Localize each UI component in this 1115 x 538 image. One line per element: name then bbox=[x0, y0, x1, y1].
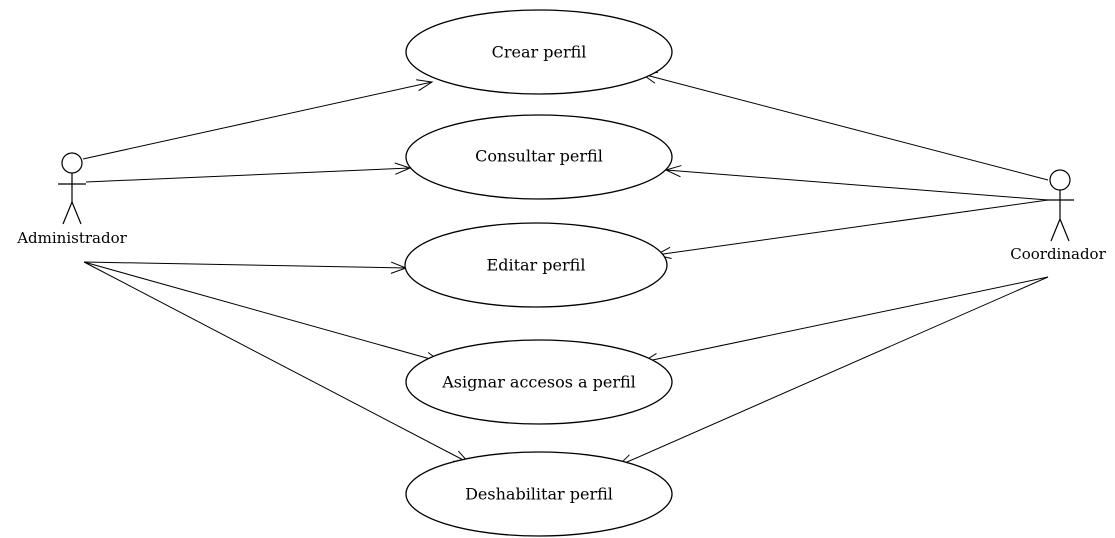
association-coord-crear bbox=[640, 71, 1049, 181]
association-line bbox=[665, 169, 1049, 201]
association-line bbox=[641, 73, 1049, 181]
association-line bbox=[83, 261, 407, 269]
use-case-crear-perfil[interactable]: Crear perfil bbox=[405, 9, 673, 95]
actor-right-leg bbox=[71, 201, 82, 225]
use-case-consultar-perfil[interactable]: Consultar perfil bbox=[405, 114, 673, 200]
association-line bbox=[83, 261, 442, 363]
use-case-ellipse bbox=[405, 451, 673, 537]
association-coord-consultar bbox=[664, 165, 1049, 201]
use-case-label: Consultar perfil bbox=[475, 147, 603, 166]
use-case-editar-perfil[interactable]: Editar perfil bbox=[404, 222, 668, 308]
use-case-label: Deshabilitar perfil bbox=[465, 485, 613, 504]
use-case-ellipse bbox=[405, 114, 673, 200]
use-case-ellipse bbox=[405, 339, 673, 425]
association-coord-deshabilitar bbox=[616, 276, 1049, 467]
use-case-label: Asignar accesos a perfil bbox=[441, 373, 636, 392]
arrowhead bbox=[416, 79, 434, 92]
actor-administrador[interactable]: Administrador bbox=[16, 152, 128, 247]
use-case-ellipse bbox=[404, 222, 668, 308]
actor-label: Administrador bbox=[16, 229, 127, 247]
actor-coordinador[interactable]: Coordinador bbox=[1010, 169, 1107, 263]
association-admin-editar bbox=[83, 261, 408, 274]
association-line bbox=[83, 261, 470, 464]
use-case-ellipse bbox=[405, 9, 673, 95]
use-case-label: Crear perfil bbox=[492, 43, 587, 62]
association-admin-consultar bbox=[85, 162, 412, 183]
actor-head bbox=[61, 152, 83, 174]
association-admin-deshabilitar bbox=[83, 261, 471, 464]
association-line bbox=[85, 167, 411, 183]
actor-head bbox=[1049, 169, 1071, 191]
actor-left-leg bbox=[1050, 218, 1061, 242]
use-case-asignar-accesos[interactable]: Asignar accesos a perfil bbox=[405, 339, 673, 425]
use-case-label: Editar perfil bbox=[487, 256, 586, 275]
association-line bbox=[655, 199, 1049, 256]
association-line bbox=[617, 276, 1049, 467]
association-line bbox=[642, 276, 1049, 363]
actor-label: Coordinador bbox=[1010, 245, 1106, 263]
association-coord-asignar bbox=[641, 276, 1049, 365]
association-line bbox=[82, 81, 433, 160]
association-admin-crear bbox=[82, 79, 434, 160]
actor-left-leg bbox=[62, 201, 73, 225]
use-case-deshabilitar-perfil[interactable]: Deshabilitar perfil bbox=[405, 451, 673, 537]
actor-right-leg bbox=[1059, 218, 1070, 242]
association-coord-editar bbox=[654, 199, 1049, 259]
association-admin-asignar bbox=[83, 261, 443, 364]
